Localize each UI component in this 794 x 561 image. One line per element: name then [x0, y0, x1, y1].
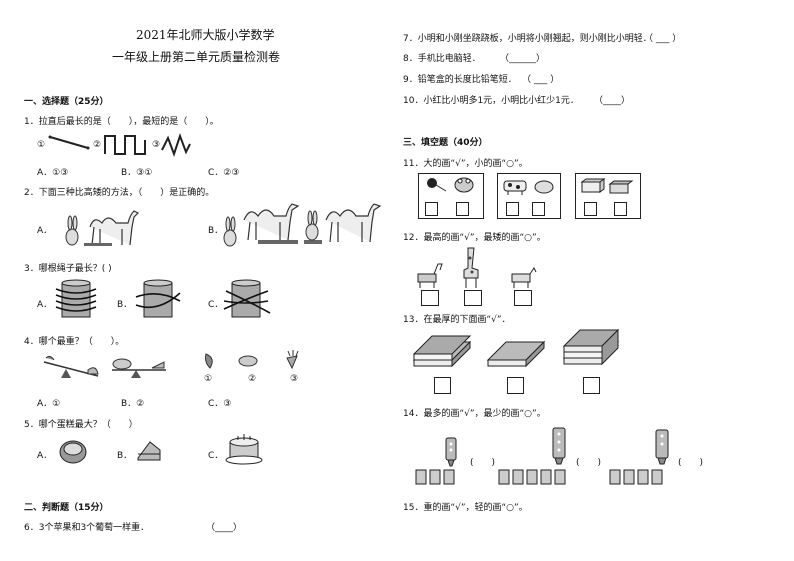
- q13-book-stack-1-image: [412, 335, 472, 368]
- q11-answer-box-3[interactable]: [506, 202, 519, 216]
- q4-item-2-label: ②: [248, 374, 257, 384]
- q4-pepper-icon: [205, 353, 213, 369]
- q11-answer-box-5[interactable]: [584, 202, 597, 216]
- q1-option-c[interactable]: C．②③: [208, 168, 240, 178]
- q13-stem: 13．在最厚的下面画“√”．: [403, 315, 511, 325]
- q12-answer-box-2[interactable]: [464, 290, 482, 306]
- q4-option-b[interactable]: B．②: [121, 399, 145, 409]
- q13-book-stack-2-image: [486, 340, 546, 368]
- q14-bottle-group-2-image: [498, 427, 566, 485]
- q12-deer-image: [417, 263, 443, 288]
- q8-stem: 8．手机比电脑轻．: [403, 54, 481, 64]
- q12-answer-box-1[interactable]: [421, 290, 439, 306]
- q12-stem: 12．最高的画“√”，最矮的画“○”。: [403, 233, 546, 243]
- q13-answer-box-2[interactable]: [507, 377, 524, 394]
- q4-seesaw-b-image: [112, 358, 166, 378]
- q1-rope-1: [48, 135, 90, 150]
- section-judge-heading: 二、判断题（15分）: [24, 503, 109, 513]
- q5-option-b[interactable]: B．: [117, 451, 133, 461]
- q5-option-a[interactable]: A．: [37, 451, 53, 461]
- q14-stem: 14．最多的画“√”，最少的画“○”。: [403, 409, 546, 419]
- q5-stem: 5．哪个蛋糕最大？（ ）: [24, 420, 138, 430]
- q12-giraffe-image: [463, 247, 479, 288]
- q14-answer-blank-3[interactable]: ( ): [678, 458, 704, 468]
- q4-item-1-label: ①: [204, 374, 213, 384]
- q4-seesaw-a-image: [43, 355, 99, 378]
- q1-mark-3: ③: [152, 140, 161, 150]
- q11-answer-box-1[interactable]: [425, 202, 438, 216]
- q14-bottle-group-3-image: [609, 429, 669, 485]
- q13-book-stack-3-image: [562, 328, 620, 366]
- q1-option-a[interactable]: A．①③: [37, 168, 69, 178]
- q10-stem: 10．小红比小明多1元，小明比小红少1元．: [403, 96, 579, 106]
- q10-answer-blank[interactable]: （____）: [594, 96, 631, 106]
- q3-option-c[interactable]: C．: [208, 300, 224, 310]
- q5-option-c[interactable]: C．: [208, 451, 224, 461]
- q8-answer-blank[interactable]: （______）: [500, 54, 546, 64]
- q1-mark-2: ②: [93, 140, 102, 150]
- q2-stem: 2．下面三种比高矮的方法，（ ）是正确的。: [24, 188, 215, 198]
- q13-answer-box-1[interactable]: [434, 377, 451, 394]
- q3-stem: 3．哪根绳子最长？( ): [24, 264, 112, 274]
- q7-stem: 7．小明和小刚坐跷跷板，小明将小刚翘起，则小刚比小明轻．: [403, 34, 652, 44]
- q6-answer-blank[interactable]: （____）: [206, 523, 243, 533]
- q4-item-3-label: ③: [290, 374, 299, 384]
- q12-answer-box-3[interactable]: [514, 290, 532, 306]
- q15-stem: 15．重的画“√”，轻的画“○”。: [403, 503, 528, 513]
- q2-rabbit-camel-b-image: [223, 203, 300, 247]
- q1-option-b[interactable]: B．③①: [121, 168, 153, 178]
- q2-option-a[interactable]: A．: [37, 226, 53, 236]
- q5-cake-b-image: [137, 441, 161, 461]
- q2-option-b[interactable]: B．: [208, 226, 224, 236]
- q3-rope-cylinder-c-image: [223, 279, 271, 318]
- q4-option-a[interactable]: A．①: [37, 399, 61, 409]
- q4-carrot-icon: [286, 350, 299, 370]
- q2-rabbit-camel-c-image: [304, 203, 382, 244]
- q4-stem: 4．哪个最重？（ ）。: [24, 337, 125, 347]
- q11-lollipop-frog-image: [427, 177, 474, 193]
- q3-rope-cylinder-a-image: [55, 279, 97, 318]
- q14-answer-blank-1[interactable]: ( ): [470, 458, 496, 468]
- q7-answer-blank[interactable]: （ ___ ）: [644, 34, 682, 44]
- q6-stem: 6．3个苹果和3个葡萄一样重．: [24, 523, 150, 533]
- q11-stem: 11．大的画“√”，小的画“○”。: [403, 159, 528, 169]
- q14-bottle-group-1-image: [415, 437, 457, 485]
- q1-mark-1: ①: [37, 140, 46, 150]
- section-fill-heading: 三、填空题（40分）: [403, 138, 488, 148]
- q3-option-b[interactable]: B．: [117, 300, 133, 310]
- q4-option-c[interactable]: C．③: [208, 399, 232, 409]
- q9-stem: 9．铅笔盒的长度比铅笔短．: [403, 75, 517, 85]
- q5-cake-a-image: [59, 440, 87, 464]
- q1-rope-2: [104, 135, 146, 155]
- q1-rope-3: [161, 133, 191, 157]
- q9-answer-blank[interactable]: （ ___ ）: [522, 75, 560, 85]
- section-choice-heading: 一、选择题（25分）: [24, 97, 109, 107]
- q14-answer-blank-2[interactable]: ( ): [576, 458, 602, 468]
- q11-answer-box-6[interactable]: [614, 202, 627, 216]
- page-title-line2: 一年级上册第二单元质量检测卷: [112, 50, 281, 64]
- q11-answer-box-4[interactable]: [532, 202, 545, 216]
- q2-rabbit-camel-a-image: [65, 210, 140, 246]
- q4-fish-icon: [238, 355, 258, 367]
- q11-cow-sheep-image: [503, 180, 554, 195]
- q12-goat-image: [511, 267, 537, 288]
- q11-boxes-image: [580, 178, 634, 194]
- q1-stem: 1．拉直后最长的是（ ），最短的是（ ）。: [24, 117, 219, 127]
- q3-option-a[interactable]: A．: [37, 300, 53, 310]
- q11-answer-box-2[interactable]: [456, 202, 469, 216]
- q3-rope-cylinder-b-image: [135, 279, 181, 318]
- q5-cake-c-image: [225, 434, 263, 465]
- page-title-line1: 2021年北师大版小学数学: [136, 28, 275, 42]
- q13-answer-box-3[interactable]: [583, 377, 600, 394]
